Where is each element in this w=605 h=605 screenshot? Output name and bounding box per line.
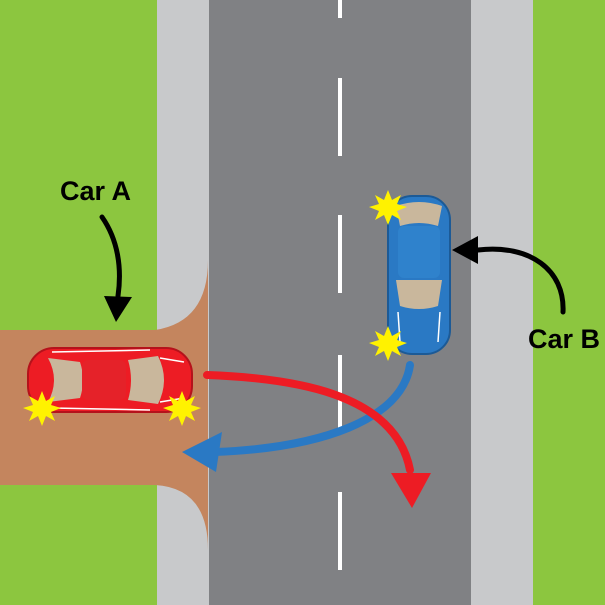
car-b-pointer-arrow [452, 236, 566, 315]
car-b [387, 195, 451, 355]
car-b-path-arrow [182, 361, 414, 472]
car-a-pointer-arrow [99, 214, 132, 322]
right-sidewalk [471, 0, 533, 605]
car-a [27, 347, 193, 413]
car-b-label: Car B [528, 324, 601, 354]
car-a-path-arrow [203, 371, 431, 508]
car-a-label: Car A [60, 176, 132, 206]
